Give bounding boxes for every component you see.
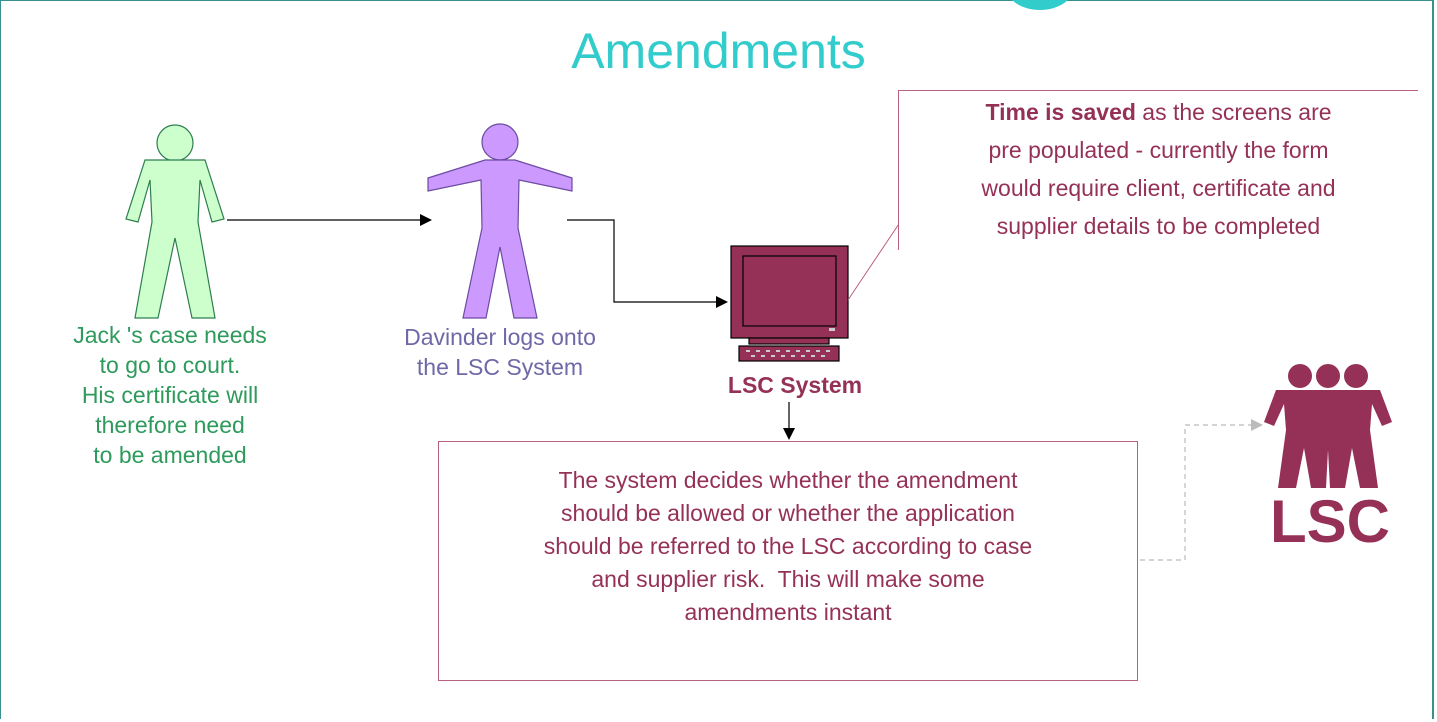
- note-line-rest: as the screens are: [1135, 99, 1332, 125]
- davinder-caption-line: the LSC System: [416, 354, 584, 380]
- davinder-caption-line: Davinder logs onto: [404, 324, 596, 350]
- decision-box: The system decides whether the amendment…: [438, 441, 1138, 681]
- note-line: would require client, certificate and: [981, 175, 1336, 201]
- davinder-caption: Davinder logs onto the LSC System: [350, 322, 650, 382]
- decorative-circle: [1005, 0, 1075, 10]
- jack-caption-line: Jack 's case needs: [73, 322, 267, 348]
- lsc-logo-text: LSC: [1270, 488, 1390, 555]
- jack-caption: Jack 's case needs to go to court. His c…: [20, 320, 320, 470]
- jack-caption-line: to be amended: [93, 442, 247, 468]
- note-line: pre populated - currently the form: [988, 137, 1329, 163]
- page-title: Amendments: [571, 23, 866, 79]
- davinder-to-system-arrow: [567, 219, 728, 308]
- decision-line: amendments instant: [684, 599, 892, 625]
- note-bold: Time is saved: [985, 99, 1136, 125]
- lsc-people-icon: [1264, 364, 1392, 488]
- decision-line: and supplier risk. This will make some: [591, 566, 985, 592]
- decision-line: The system decides whether the amendment: [558, 467, 1018, 493]
- note-line: Time is saved as the screens are: [899, 93, 1418, 131]
- time-saved-note: Time is saved as the screens are pre pop…: [898, 90, 1418, 250]
- davinder-figure-icon: [427, 123, 573, 319]
- decision-to-lsc-arrow: [1140, 419, 1263, 561]
- jack-caption-line: therefore need: [95, 412, 245, 438]
- computer-icon: [730, 245, 849, 362]
- jack-caption-line: to go to court.: [99, 352, 241, 378]
- note-line: supplier details to be completed: [996, 213, 1321, 239]
- jack-caption-line: His certificate will: [81, 382, 259, 408]
- decision-line: should be referred to the LSC according …: [543, 533, 1033, 559]
- lsc-system-label: LSC System: [727, 372, 863, 398]
- decision-line: should be allowed or whether the applica…: [561, 500, 1015, 526]
- jack-figure-icon: [125, 124, 225, 319]
